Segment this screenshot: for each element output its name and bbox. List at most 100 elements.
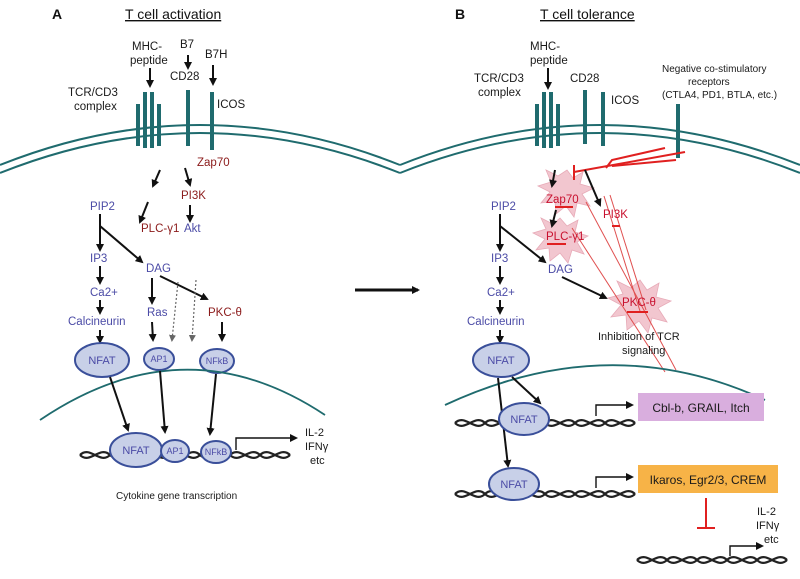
b-mhc-label-2: peptide — [530, 55, 568, 67]
b-tcr-receptor — [535, 92, 560, 148]
b-output-il2: IL-2 — [757, 506, 776, 518]
a-dotted-arrow-2 — [188, 279, 197, 342]
b-gene-box-2-text: Ikaros, Egr2/3, CREM — [650, 473, 767, 487]
a-nuclear-membrane — [39, 368, 326, 421]
b-pip2: PIP2 — [491, 201, 516, 213]
a-output-etc: etc — [310, 455, 325, 467]
b-dag: DAG — [548, 264, 573, 276]
a-membrane-outer — [0, 124, 401, 166]
svg-text:NFAT: NFAT — [122, 445, 150, 457]
a-arrow-nfkb-nucleus — [206, 373, 217, 436]
a-arrow-nfat-nucleus — [109, 376, 130, 432]
svg-text:AP1: AP1 — [150, 354, 167, 364]
a-dag: DAG — [146, 263, 171, 275]
a-ap1-nucleus: AP1 — [160, 439, 190, 463]
b-pkc: PKC-θ — [622, 297, 656, 309]
a-b7-label: B7 — [180, 39, 194, 51]
b-cd28-label: CD28 — [570, 73, 599, 85]
a-membrane-inner — [0, 132, 401, 174]
b-transcription-arrow-1 — [595, 401, 634, 416]
b-membrane-inner — [399, 132, 800, 174]
b-neg-label-1: Negative co-stimulatory — [662, 64, 766, 75]
a-mhc-label-2: peptide — [130, 55, 168, 67]
a-caption: Cytokine gene transcription — [116, 491, 237, 502]
b-tcr-label-1: TCR/CD3 — [474, 73, 524, 85]
a-arrow-ap1-nucleus — [159, 370, 169, 434]
a-arrow-dag-pkc — [159, 275, 209, 300]
b-gene-box-1-text: Cbl-b, GRAIL, Itch — [652, 401, 749, 415]
panel-a: A T cell activation MHC- peptide B7 B7H … — [0, 6, 401, 502]
a-ca: Ca2+ — [90, 287, 118, 299]
b-ip3: IP3 — [491, 253, 508, 265]
b-output-etc: etc — [764, 534, 779, 546]
panel-b-letter: B — [455, 6, 465, 22]
a-tcr-receptor — [136, 92, 161, 148]
a-calcineurin: Calcineurin — [68, 316, 126, 328]
b-neg-label-2: receptors — [688, 77, 730, 88]
svg-text:AP1: AP1 — [166, 446, 183, 456]
svg-text:NFAT: NFAT — [88, 355, 116, 367]
b-nfat-nucleus-1: NFAT — [498, 402, 550, 436]
b-zap70: Zap70 — [546, 194, 579, 206]
svg-text:NFkB: NFkB — [206, 356, 229, 366]
b-arrow-dag-pkc — [561, 276, 608, 300]
b-icos-label: ICOS — [611, 95, 639, 107]
svg-text:NFAT: NFAT — [487, 355, 515, 367]
a-ras: Ras — [147, 307, 168, 319]
b-inhibition-label-2: signaling — [622, 345, 665, 357]
a-ap1-cytoplasm: AP1 — [143, 347, 175, 371]
panel-a-title: T cell activation — [125, 6, 221, 22]
b-inhibition-label-1: Inhibition of TCR — [598, 331, 680, 343]
a-arrow-tcr-zap — [151, 169, 161, 188]
b-inhibition-line-3 — [611, 159, 677, 167]
b-tcr-label-2: complex — [478, 87, 521, 99]
b-ca: Ca2+ — [487, 287, 515, 299]
a-tcr-label-1: TCR/CD3 — [68, 87, 118, 99]
b-transcription-arrow-2 — [595, 473, 634, 488]
a-pip2: PIP2 — [90, 201, 115, 213]
a-pkc: PKC-θ — [208, 307, 242, 319]
b-output-ifng: IFNγ — [756, 520, 780, 532]
a-output-il2: IL-2 — [305, 427, 324, 439]
a-mhc-label-1: MHC- — [132, 41, 162, 53]
a-tcr-label-2: complex — [74, 101, 117, 113]
b-dna-strand-2 — [454, 490, 636, 498]
b-arrow-tcr-zap — [549, 169, 558, 188]
a-ip3: IP3 — [90, 253, 107, 265]
b-thin-line-plc-down — [571, 227, 666, 373]
b-arrow-nfat-1 — [511, 376, 542, 405]
b-arrow-zap-plc — [549, 209, 558, 228]
a-nfkb-cytoplasm: NFkB — [199, 348, 235, 374]
b-inhibition-line-2 — [573, 151, 686, 173]
b-dna-strand-3 — [636, 556, 788, 564]
b-pkc-burst — [606, 279, 673, 334]
a-nfat-cytoplasm: NFAT — [74, 342, 130, 378]
a-nfkb-nucleus: NFkB — [200, 440, 232, 464]
b-arrow-cd28-pi3k — [584, 169, 602, 207]
b-pi3k: PI3K — [603, 209, 628, 221]
b-membrane-outer — [399, 124, 800, 166]
a-transcription-arrow — [235, 434, 298, 450]
b-calcineurin: Calcineurin — [467, 316, 525, 328]
b-thin-line-zap-down — [585, 201, 677, 371]
a-arrow-cd28-pi3k — [184, 167, 193, 187]
b-nfat-nucleus-2: NFAT — [488, 467, 540, 501]
a-b7h-label: B7H — [205, 49, 227, 61]
a-icos-label: ICOS — [217, 99, 245, 111]
b-nuclear-membrane — [444, 364, 766, 406]
a-arrow-zap-plc — [138, 201, 149, 224]
panel-b: B T cell tolerance MHC- peptide TCR/CD3 … — [399, 6, 800, 564]
a-output-ifng: IFNγ — [305, 441, 329, 453]
a-nfat-nucleus: NFAT — [109, 432, 163, 468]
b-gene-box-2 — [638, 465, 778, 493]
a-pi3k: PI3K — [181, 190, 206, 202]
panel-a-letter: A — [52, 6, 62, 22]
b-transcription-arrow-3 — [729, 542, 764, 556]
b-thin-line-pi3k-pkc — [609, 194, 647, 311]
svg-text:NFkB: NFkB — [205, 447, 228, 457]
a-akt: Akt — [184, 223, 201, 235]
svg-text:NFAT: NFAT — [510, 414, 538, 426]
a-zap70: Zap70 — [197, 157, 230, 169]
panel-b-title: T cell tolerance — [540, 6, 635, 22]
